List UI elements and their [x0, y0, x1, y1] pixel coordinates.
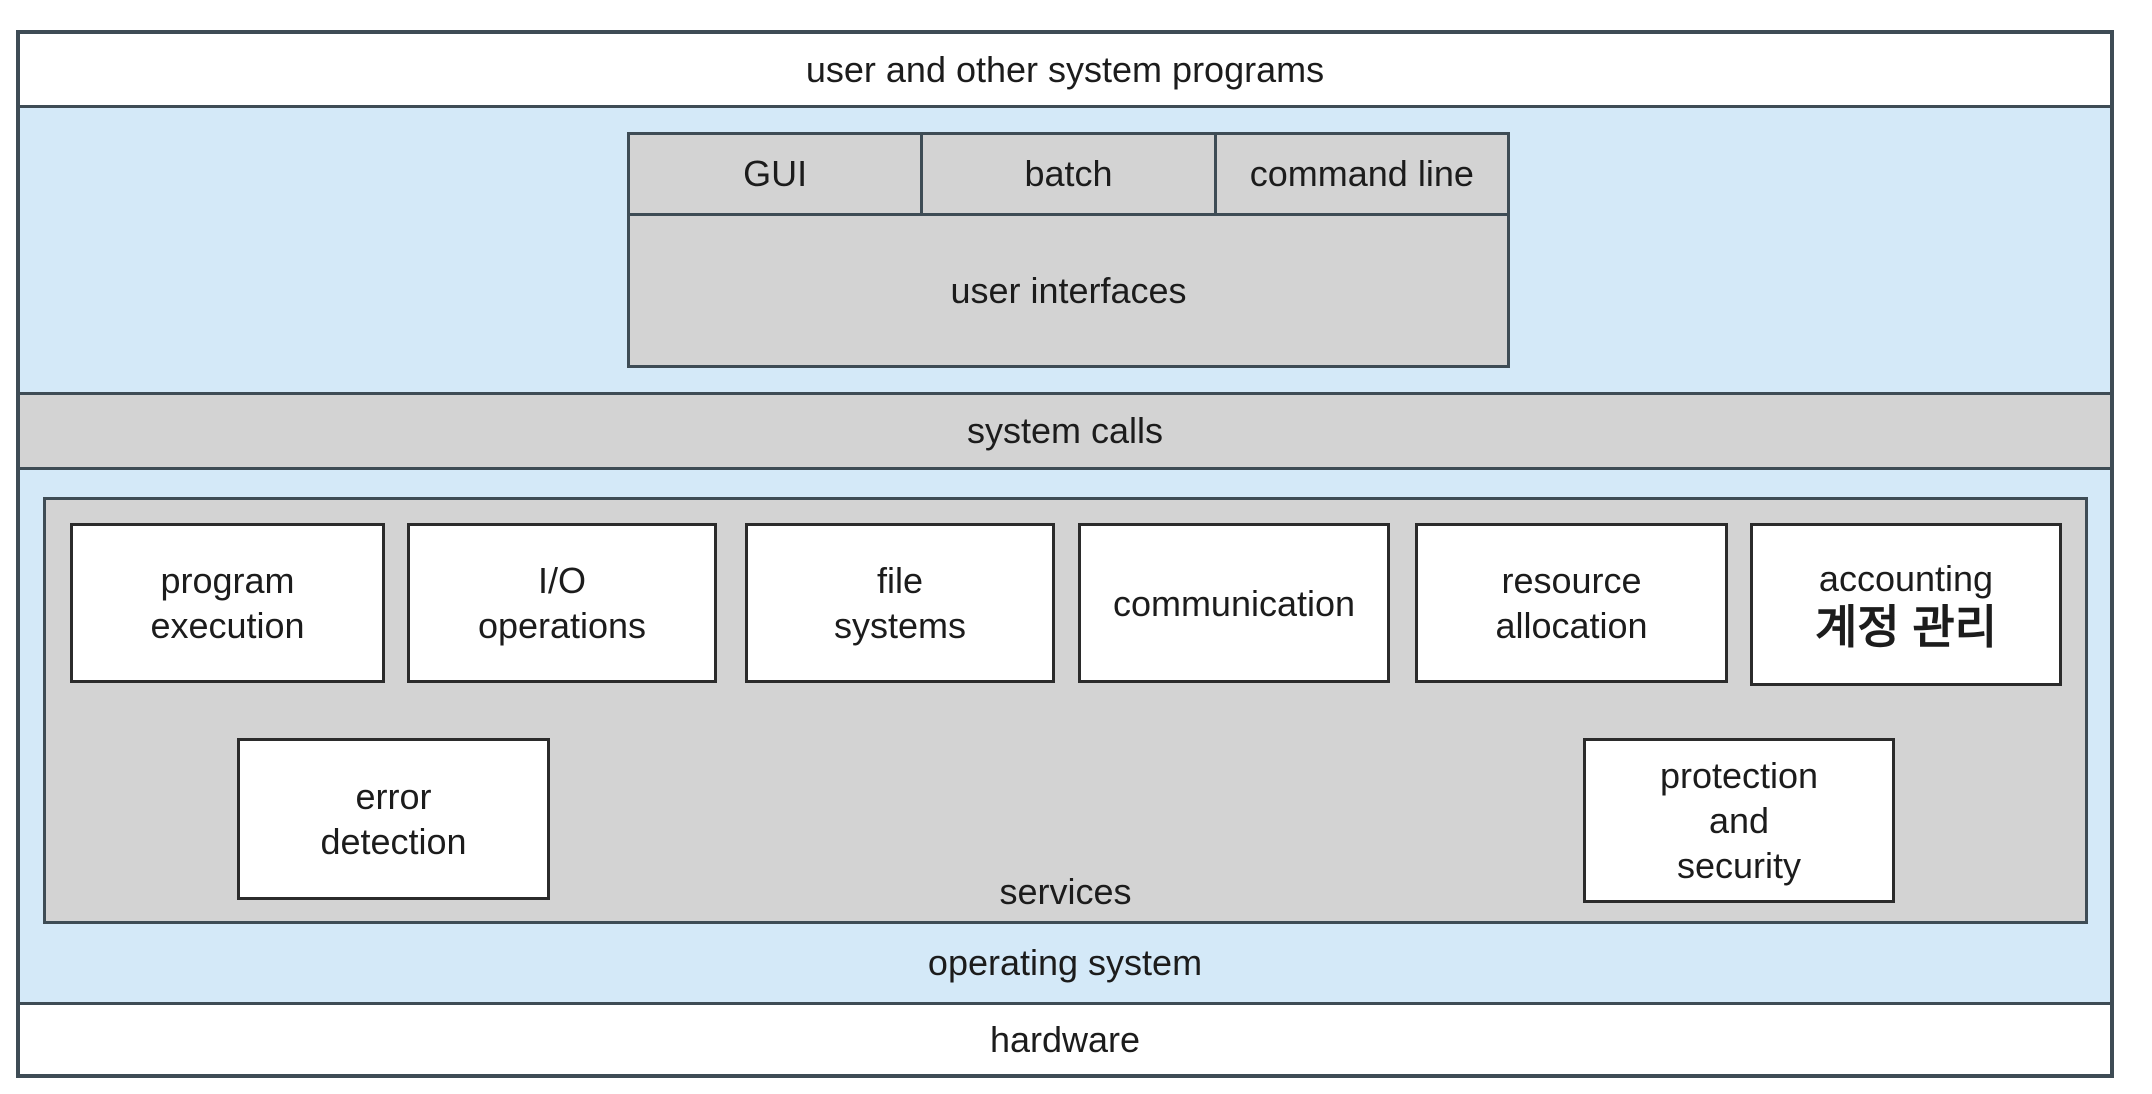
accounting-korean-annotation: 계정 관리 — [1814, 600, 1998, 653]
service-box-error-detection: error detection — [237, 738, 550, 900]
services-label: services — [999, 871, 1132, 912]
file-systems-label: file systems — [833, 560, 966, 646]
hardware-label: hardware — [989, 1018, 1141, 1060]
user-interfaces-label: user interfaces — [950, 269, 1187, 311]
batch-label: batch — [1024, 153, 1113, 194]
diagram-outer-frame: user and other system programs system ca… — [16, 30, 2114, 1078]
gui-label: GUI — [743, 153, 808, 194]
error-detection-label: error detection — [320, 776, 467, 862]
command-line-label: command line — [1249, 153, 1474, 194]
user-programs-label: user and other system programs — [805, 48, 1325, 90]
hardware-bar: hardware — [20, 1002, 2110, 1074]
program-execution-label: program execution — [150, 560, 305, 646]
system-calls-bar: system calls — [20, 392, 2110, 470]
ui-cell-gui: GUI — [630, 135, 920, 213]
service-box-file-systems: file systems — [745, 523, 1055, 683]
operating-system-label: operating system — [927, 942, 1203, 983]
services-container: program execution I/O operations file sy… — [43, 497, 2088, 924]
service-box-program-execution: program execution — [70, 523, 385, 683]
service-box-communication: communication — [1078, 523, 1390, 683]
protection-security-label: protection and security — [1659, 755, 1819, 886]
service-box-io-operations: I/O operations — [407, 523, 717, 683]
communication-label: communication — [1112, 582, 1356, 624]
ui-cell-batch: batch — [920, 135, 1213, 213]
operating-system-label-zone: operating system — [20, 924, 2110, 1002]
io-operations-label: I/O operations — [477, 560, 647, 646]
resource-allocation-label: resource allocation — [1495, 560, 1648, 646]
ui-cell-command-line: command line — [1213, 135, 1507, 213]
system-calls-label: system calls — [966, 410, 1164, 451]
service-box-resource-allocation: resource allocation — [1415, 523, 1728, 683]
user-programs-bar: user and other system programs — [20, 34, 2110, 105]
user-interface-types-row: GUI batch command line — [630, 135, 1507, 216]
accounting-label: accounting — [1818, 557, 1994, 599]
user-interfaces-group: GUI batch command line user interfaces — [627, 132, 1510, 368]
service-box-protection-security: protection and security — [1583, 738, 1895, 903]
user-interfaces-cell: user interfaces — [630, 216, 1507, 365]
service-box-accounting: accounting 계정 관리 — [1750, 523, 2062, 686]
